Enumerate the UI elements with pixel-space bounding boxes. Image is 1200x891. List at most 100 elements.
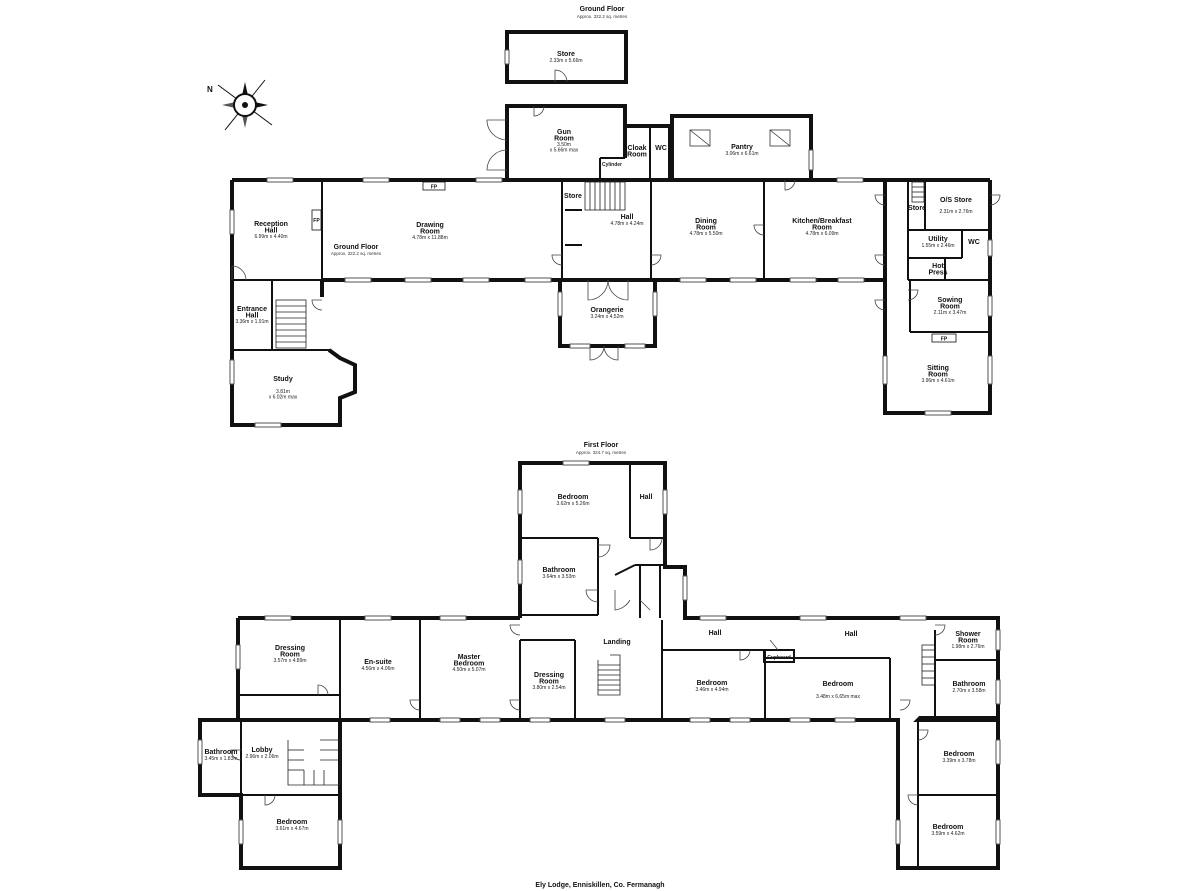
compass-icon: N [207, 79, 273, 131]
room-bathroom-top-name: Bathroom [542, 567, 575, 574]
room-cylinder-name: Cylinder [602, 162, 622, 168]
room-os-store-name: O/S Store [940, 197, 972, 204]
ground-floor-area: Approx. 322.2 sq. metres [577, 14, 628, 19]
room-store-outbuilding-dims: 2.33m x 5.66m [549, 58, 582, 64]
room-dining-room-dims: 4.78m x 5.50m [689, 231, 722, 237]
room-en-suite-name: En-suite [364, 659, 392, 666]
property-caption: Ely Lodge, Enniskillen, Co. Fermanagh [535, 882, 664, 889]
room-utility-dims: 1.55m x 2.46m [921, 243, 954, 249]
room-bathroom-top-dims: 3.64m x 3.53m [542, 574, 575, 580]
room-store-hall-name: Store [564, 193, 582, 200]
ground-floor-inline-area: Approx. 322.2 sq. metres [331, 251, 382, 256]
room-landing-name: Landing [603, 639, 630, 646]
room-orangerie-name: Orangerie [590, 307, 623, 314]
compass-north-label: N [207, 85, 213, 94]
first-floor-area: Approx. 324.7 sq. metres [576, 450, 627, 455]
room-bathroom-right-name: Bathroom [952, 681, 985, 688]
room-lobby-dims: 2.96m x 2.06m [245, 754, 278, 760]
room-pantry-dims: 3.06m x 6.61m [725, 151, 758, 157]
ground-floor-inline-label: Ground Floor [334, 244, 379, 251]
room-master-bedroom-dims: 4.50m x 5.07m [452, 667, 485, 673]
room-orangerie-dims: 3.24m x 4.52m [590, 314, 623, 320]
room-bedroom-bottom-left-name: Bedroom [277, 819, 308, 826]
room-hall-ground-name: Hall [621, 214, 634, 221]
fireplace-drawing-room: FP [422, 181, 446, 191]
room-bedroom-top-dims: 3.62m x 5.26m [556, 501, 589, 507]
svg-text:FP: FP [431, 185, 438, 191]
room-hall-first-1-name: Hall [709, 630, 722, 637]
room-hall-top-name: Hall [640, 494, 653, 501]
room-bedroom-mid-2-name: Bedroom [823, 681, 854, 688]
ground-floor-title: Ground Floor [580, 6, 625, 13]
ground-floor-windows [229, 49, 993, 428]
room-wc-2-name: WC [968, 239, 980, 246]
room-en-suite-dims: 4.56m x 4.06m [361, 666, 394, 672]
room-bathroom-left-dims: 3.45m x 1.83m [204, 756, 237, 762]
room-hall-ground-dims: 4.78m x 4.24m [610, 221, 643, 227]
svg-text:FP: FP [313, 218, 320, 224]
room-drawing-room-dims: 4.78m x 11.88m [412, 235, 447, 241]
fireplace-sitting-room: FP [931, 333, 957, 343]
svg-text:FP: FP [941, 337, 948, 343]
ground-floor-stairs [275, 129, 925, 349]
room-hall-first-2-name: Hall [845, 631, 858, 638]
ground-floor-interior-walls [232, 126, 990, 351]
room-sowing-room-dims: 2.11m x 3.47m [934, 310, 967, 316]
first-floor-interior-walls [238, 463, 998, 868]
first-floor-title: First Floor [584, 442, 619, 449]
room-dressing-room-2-dims: 3.80m x 2.54m [532, 685, 565, 691]
room-bedroom-right-1-dims: 3.39m x 3.78m [942, 758, 975, 764]
room-store-outbuilding-name: Store [557, 51, 575, 58]
room-dressing-room-1-dims: 3.57m x 4.89m [273, 658, 306, 664]
room-os-store-dims: 2.31m x 2.76m [939, 209, 972, 215]
room-bathroom-right-dims: 2.70m x 3.58m [952, 688, 985, 694]
room-bedroom-mid-1-name: Bedroom [697, 680, 728, 687]
room-bedroom-mid-1-dims: 3.46m x 4.94m [695, 687, 728, 693]
room-bedroom-mid-2-dims: 3.48m x 6.65m max [816, 694, 860, 700]
room-pantry-name: Pantry [731, 144, 753, 151]
room-bedroom-right-2-name: Bedroom [933, 824, 964, 831]
room-utility-name: Utility [928, 236, 948, 243]
ground-floor-walls [230, 30, 992, 427]
room-cupboard-name: Cupboard [767, 655, 791, 661]
room-sitting-room-dims: 3.96m x 4.61m [921, 378, 954, 384]
ground-floor-doors [231, 69, 1001, 361]
room-reception-hall-dims: 6.99m x 4.40m [254, 234, 287, 240]
first-floor-windows [197, 460, 1001, 845]
first-floor-labels: Bedroom 3.62m x 5.26m Hall Bathroom 3.64… [204, 494, 985, 837]
room-bedroom-right-1-name: Bedroom [944, 751, 975, 758]
room-kitchen-dims: 4.78m x 6.09m [805, 231, 838, 237]
room-bathroom-left-name: Bathroom [204, 749, 237, 756]
room-wc-1-name: WC [655, 145, 667, 152]
first-floor-walls [198, 461, 1000, 870]
fireplace-reception-hall: FP [311, 209, 322, 231]
first-floor-doors [230, 537, 946, 806]
room-entrance-hall-dims: 3.36m x 1.91m [235, 319, 268, 325]
room-bedroom-right-2-dims: 3.59m x 4.62m [931, 831, 964, 837]
room-study-name: Study [273, 376, 293, 383]
room-bedroom-bottom-left-dims: 3.61m x 4.67m [275, 826, 308, 832]
room-store-small-name: Store [908, 205, 926, 212]
room-lobby-name: Lobby [252, 747, 273, 754]
room-bedroom-top-name: Bedroom [558, 494, 589, 501]
room-shower-room-dims: 1.98m x 2.76m [951, 644, 984, 650]
first-floor-stairs [287, 644, 936, 786]
